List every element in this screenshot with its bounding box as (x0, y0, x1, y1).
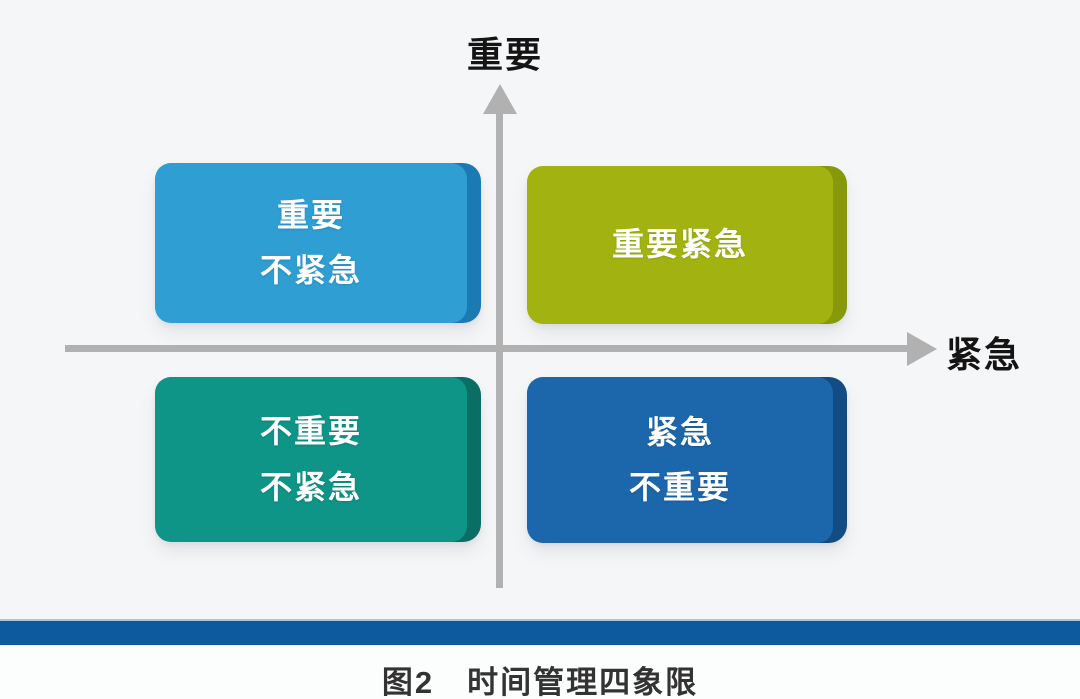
up-arrow-icon (483, 84, 517, 114)
quadrant-not-important-not-urgent: 不重要 不紧急 (155, 377, 481, 542)
quadrant-label: 重要紧急 (527, 166, 833, 324)
quadrant-label-line: 不紧急 (259, 468, 362, 505)
x-axis-label: 紧急 (946, 334, 1023, 375)
quadrant-urgent-not-important: 紧急 不重要 (527, 377, 847, 543)
quadrant-label: 重要 不紧急 (155, 163, 467, 323)
quadrant-label-line: 不重要 (259, 413, 362, 450)
quadrant-label-line: 不重要 (628, 469, 731, 505)
quadrant-face (527, 377, 833, 543)
quadrant-face (527, 166, 833, 324)
quadrant-face (155, 163, 467, 323)
quadrant-label-line: 紧急 (645, 413, 714, 450)
y-axis-label: 重要 (466, 34, 543, 75)
quadrant-label: 不重要 不紧急 (155, 377, 467, 542)
quadrant-label: 紧急 不重要 (527, 377, 833, 543)
quadrant-label-line: 不紧急 (259, 252, 362, 288)
right-arrow-icon (907, 332, 937, 366)
caption-zone: 图2 时间管理四象限 (0, 645, 1080, 699)
quadrant-important-not-urgent: 重要 不紧急 (155, 163, 481, 323)
quadrant-label-line: 重要 (276, 196, 345, 233)
quadrant-label-line: 重要紧急 (611, 226, 748, 263)
footer-divider-bar (0, 619, 1080, 645)
figure-caption: 图2 时间管理四象限 (381, 665, 699, 699)
horizontal-axis-line (65, 345, 910, 352)
quadrant-important-urgent: 重要紧急 (527, 166, 847, 324)
quadrant-face (155, 377, 467, 542)
footer-bar-highlight (0, 619, 1080, 621)
